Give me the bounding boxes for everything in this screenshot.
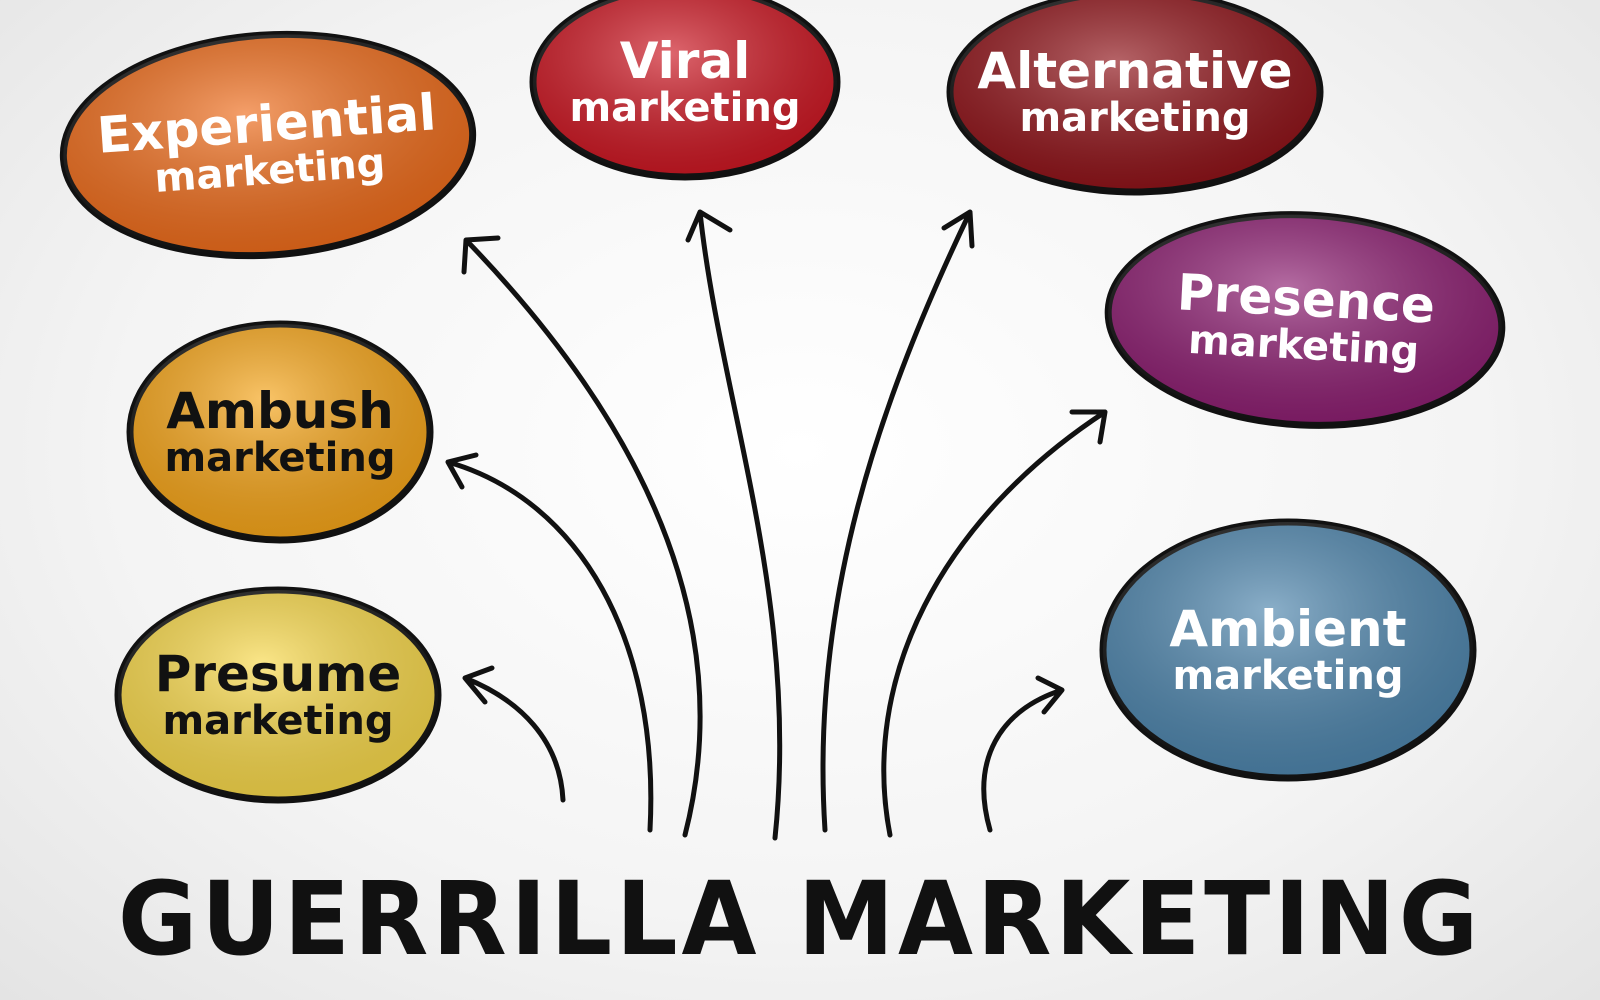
bubble-sublabel: marketing	[569, 85, 801, 132]
arrow-ambush	[445, 452, 654, 833]
bubble-shine	[533, 0, 837, 177]
bubble-sublabel: marketing	[1187, 317, 1421, 376]
arrow-viral	[685, 209, 783, 841]
bubble-shine	[63, 34, 473, 256]
bubble-label: Alternative	[977, 41, 1293, 100]
arrow-presence	[881, 409, 1108, 838]
bubble-sublabel: marketing	[1019, 95, 1251, 142]
bubble-shine	[118, 590, 438, 800]
bubble-sublabel: marketing	[162, 698, 394, 745]
bubble-shine	[1103, 522, 1473, 778]
arrow-presume	[462, 665, 566, 803]
bubble-sublabel: marketing	[164, 435, 396, 482]
bubble-shine	[950, 0, 1320, 192]
bubble-label: Ambush	[166, 381, 394, 440]
diagram-title: GUERRILLA MARKETING	[117, 860, 1483, 979]
arrow-alternative	[820, 209, 975, 833]
bubble-sublabel: marketing	[1172, 653, 1404, 700]
bubble-label: Presume	[154, 644, 402, 703]
bubble-shine	[130, 324, 430, 540]
bubble-shine	[1108, 214, 1502, 426]
bubble-label: Ambient	[1169, 599, 1407, 658]
bubble-label: Viral	[619, 31, 751, 90]
arrow-ambient	[981, 675, 1065, 833]
arrow-experiential	[461, 235, 703, 838]
